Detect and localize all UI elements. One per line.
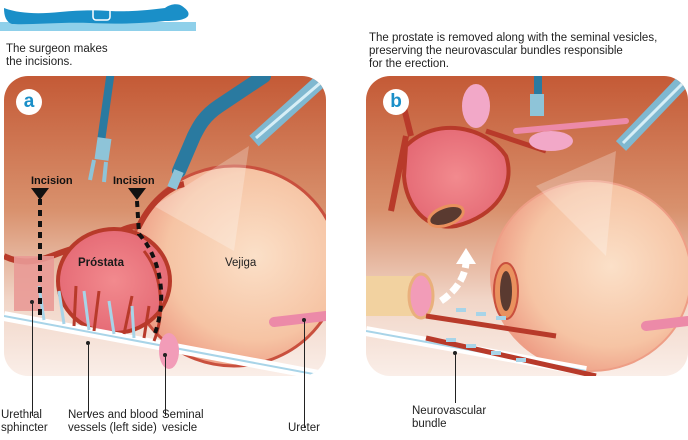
panel-b-illustration xyxy=(366,76,688,376)
urethral-sphincter-label: Urethral sphincter xyxy=(1,409,48,435)
seminal-vesicle-leader xyxy=(165,355,166,416)
camera-instrument xyxy=(249,76,326,147)
right-caption-line-2: preserving the neurovascular bundles res… xyxy=(369,45,623,57)
removed-prostate xyxy=(401,125,511,229)
panel-b-badge: b xyxy=(383,89,409,115)
panel-a-badge: a xyxy=(16,89,42,115)
incision-label-left: Incision xyxy=(31,175,73,187)
right-caption-line-3: for the erection. xyxy=(369,58,449,70)
label-line: vessels (left side) xyxy=(68,422,157,434)
ureter-leader xyxy=(304,320,305,428)
grasper-instrument xyxy=(88,76,116,183)
ureter-label: Ureter xyxy=(288,422,320,435)
label-line: sphincter xyxy=(1,422,48,434)
urethral-sphincter-leader xyxy=(32,302,33,416)
prostate-label: Próstata xyxy=(78,257,125,269)
label-line: Urethral xyxy=(1,409,42,421)
right-caption-line-1: The prostate is removed along with the s… xyxy=(369,32,658,44)
label-line: bundle xyxy=(412,418,447,430)
left-caption-line-2: the incisions. xyxy=(6,56,73,68)
left-caption: The surgeon makes the incisions. xyxy=(6,43,108,69)
label-line: vesicle xyxy=(162,422,198,434)
right-caption: The prostate is removed along with the s… xyxy=(369,32,657,71)
bladder-shape xyxy=(490,180,688,372)
incision-label-right: Incision xyxy=(113,175,155,187)
incision-arrow-left xyxy=(31,188,49,200)
label-line: Neurovascular xyxy=(412,405,487,417)
incision-arrow-right xyxy=(128,188,146,200)
panel-a-illustration xyxy=(4,76,326,376)
neurovascular-bundle-label: Neurovascular bundle xyxy=(412,405,486,431)
incision-line-right xyxy=(135,200,164,337)
bladder-label: Vejiga xyxy=(225,257,257,269)
label-line: Nerves and blood xyxy=(68,409,159,421)
nerves-vessels-leader xyxy=(88,343,89,416)
neurovascular-bundle-leader xyxy=(455,353,456,403)
nerves-vessels-label: Nerves and blood vessels (left side) xyxy=(68,409,158,435)
seminal-vesicle-label: Seminal vesicle xyxy=(162,409,204,435)
removal-arrow xyxy=(438,260,470,304)
patient-lying-supine-icon xyxy=(0,3,196,31)
cautery-instrument xyxy=(167,76,271,190)
left-caption-line-1: The surgeon makes xyxy=(6,43,108,55)
label-line: Seminal xyxy=(162,409,204,421)
label-line: Ureter xyxy=(288,422,320,434)
